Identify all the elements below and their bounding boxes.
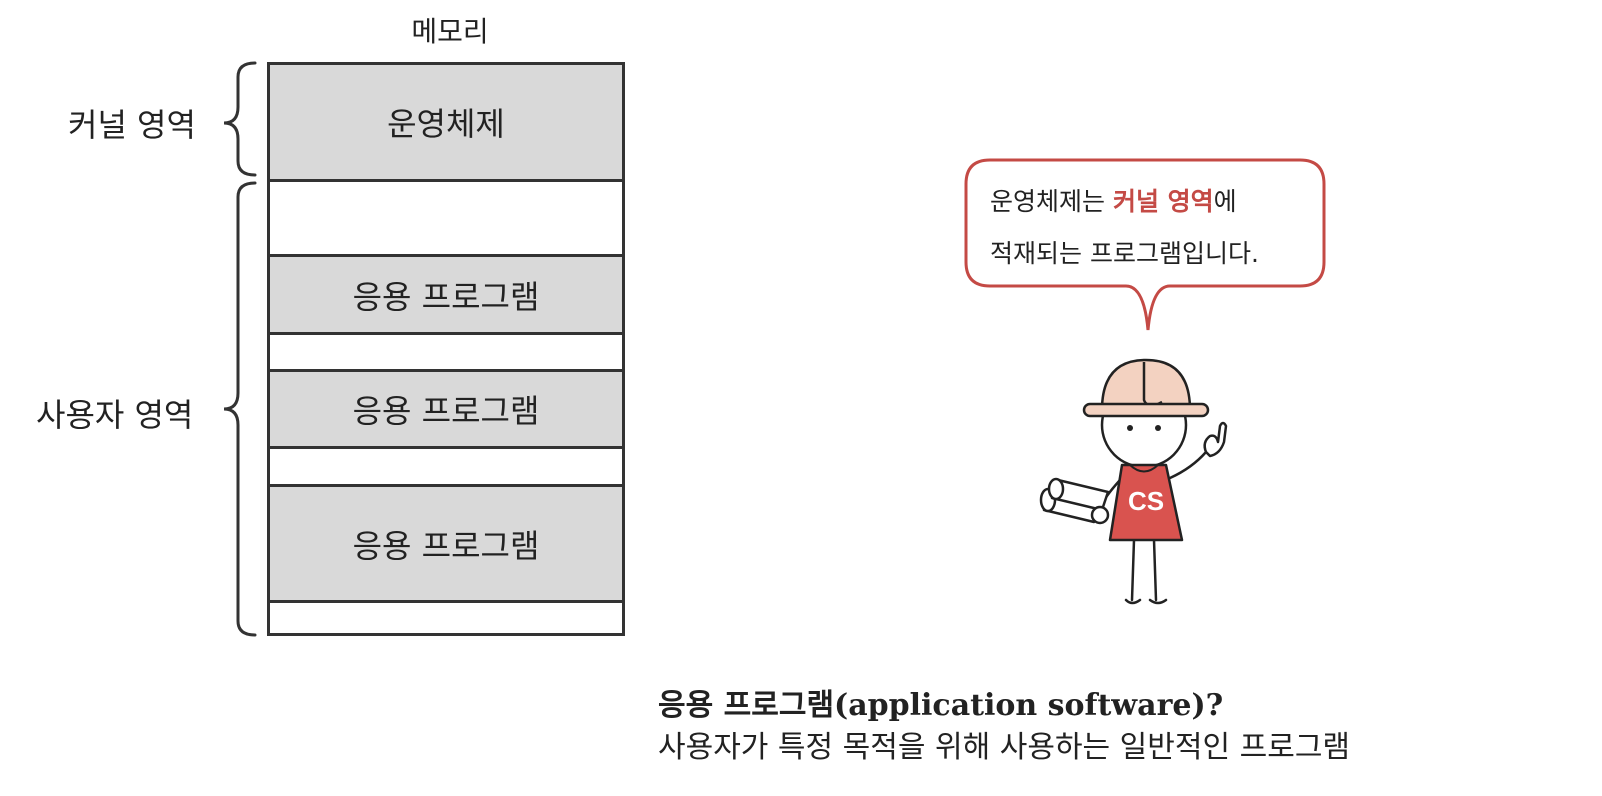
feet [1124,598,1168,605]
memory-divider [270,179,622,182]
speech-bubble [964,158,1326,331]
app-block: 응용 프로그램 [270,487,622,600]
memory-divider [270,369,622,372]
left-hand [1090,505,1110,525]
memory-divider [270,600,622,603]
speech-prefix: 운영체제는 [990,187,1113,216]
app-block: 응용 프로그램 [270,257,622,332]
eye [1155,425,1161,431]
right-arm [1168,450,1208,480]
cs-character-illustration: CS [1039,358,1228,605]
kernel-brace [223,61,257,177]
speech-line-1: 운영체제는 커널 영역에 [990,176,1259,228]
shirt [1108,463,1184,542]
user-region-label: 사용자 영역 [36,396,194,434]
app-block: 응용 프로그램 [270,372,622,446]
legs [1130,538,1158,602]
memory-column: 운영체제 응용 프로그램 응용 프로그램 응용 프로그램 [267,62,625,636]
region-braces [223,61,257,637]
memory-divider [270,254,622,257]
memory-divider [270,332,622,335]
eye [1127,425,1133,431]
pointing-hand [1203,421,1228,458]
shirt-text: CS [1128,486,1164,516]
speech-bubble-text: 운영체제는 커널 영역에 적재되는 프로그램입니다. [990,176,1259,280]
helmet [1100,358,1192,412]
definition-title: 응용 프로그램(application software)? [658,688,1224,723]
kernel-region-label: 커널 영역 [68,106,196,144]
definition-description: 사용자가 특정 목적을 위해 사용하는 일반적인 프로그램 [658,730,1351,765]
speech-line-2: 적재되는 프로그램입니다. [990,239,1259,268]
memory-divider [270,446,622,449]
speech-highlight: 커널 영역 [1112,187,1214,216]
os-block: 운영체제 [270,65,622,179]
speech-suffix: 에 [1213,187,1237,216]
user-brace [223,181,257,637]
memory-divider [270,484,622,487]
memory-title: 메모리 [411,15,489,48]
